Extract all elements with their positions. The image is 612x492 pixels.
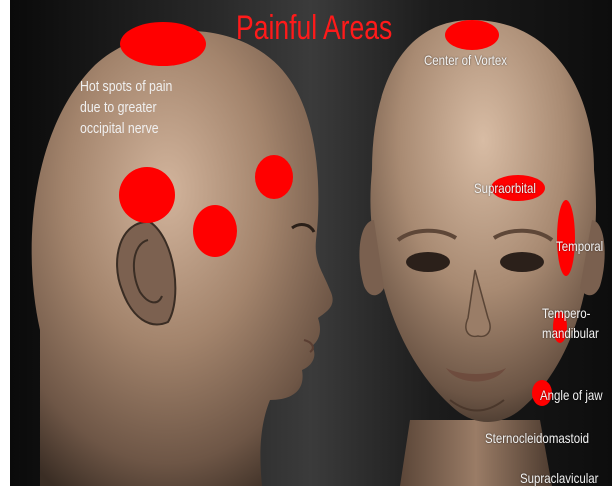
label-jaw: Angle of jaw (540, 385, 603, 405)
side-head-shape (32, 31, 333, 486)
front-right-eye (500, 252, 544, 272)
side-head (32, 31, 333, 486)
occipital-note: Hot spots of pain due to greater occipit… (80, 76, 172, 139)
label-vortex: Center of Vortex (424, 50, 507, 70)
pain-spot-occipital-top (120, 22, 206, 66)
occipital-note-line-3: occipital nerve (80, 118, 172, 139)
label-scm: Sternocleidomastoid (485, 428, 589, 448)
pain-spot-occipital-right (255, 155, 293, 199)
label-tempero-line-1: Tempero- (542, 303, 590, 323)
pain-spot-occipital-left (119, 167, 175, 223)
label-supraclavicular: Supraclavicular (520, 468, 598, 488)
front-left-eye (406, 252, 450, 272)
diagram-title: Painful Areas (236, 8, 392, 48)
pain-spot-vortex (445, 20, 499, 50)
label-supraorbital: Supraorbital (474, 178, 536, 198)
occipital-note-line-1: Hot spots of pain (80, 76, 172, 97)
label-temporal: Temporal (556, 236, 603, 256)
label-tempero-line-2: mandibular (542, 323, 599, 343)
pain-spot-occipital-lower (193, 205, 237, 257)
occipital-note-line-2: due to greater (80, 97, 172, 118)
